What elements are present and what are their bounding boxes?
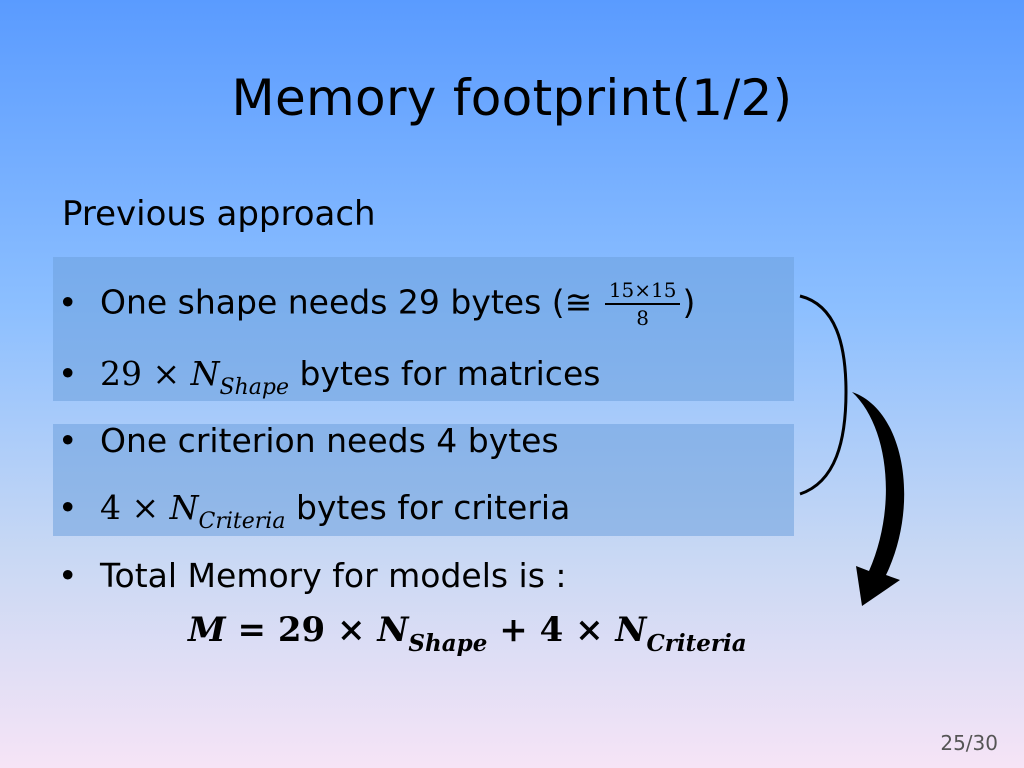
bullet-total-memory: •Total Memory for models is : (58, 556, 567, 595)
bullet-marker: • (58, 421, 78, 460)
total-memory-formula: M = 29 × NShape + 4 × NCriteria (188, 610, 747, 657)
bullet-marker: • (58, 556, 78, 595)
bullet-matrices: •29 × NShape bytes for matrices (58, 354, 601, 400)
curved-arrow-icon (852, 392, 905, 606)
right-brace-icon (799, 294, 848, 496)
slide-title: Memory footprint(1/2) (231, 69, 793, 127)
highlight-box-criteria (53, 424, 794, 536)
bullet-marker: • (58, 354, 78, 393)
highlight-box-matrices (53, 257, 794, 401)
bullet-marker: • (58, 282, 78, 322)
subheading: Previous approach (62, 194, 376, 234)
bullet-marker: • (58, 488, 78, 527)
bullet-criterion-bytes: •One criterion needs 4 bytes (58, 421, 559, 460)
bullet-criteria: •4 × NCriteria bytes for criteria (58, 488, 571, 534)
page-number: 25/30 (940, 731, 998, 755)
